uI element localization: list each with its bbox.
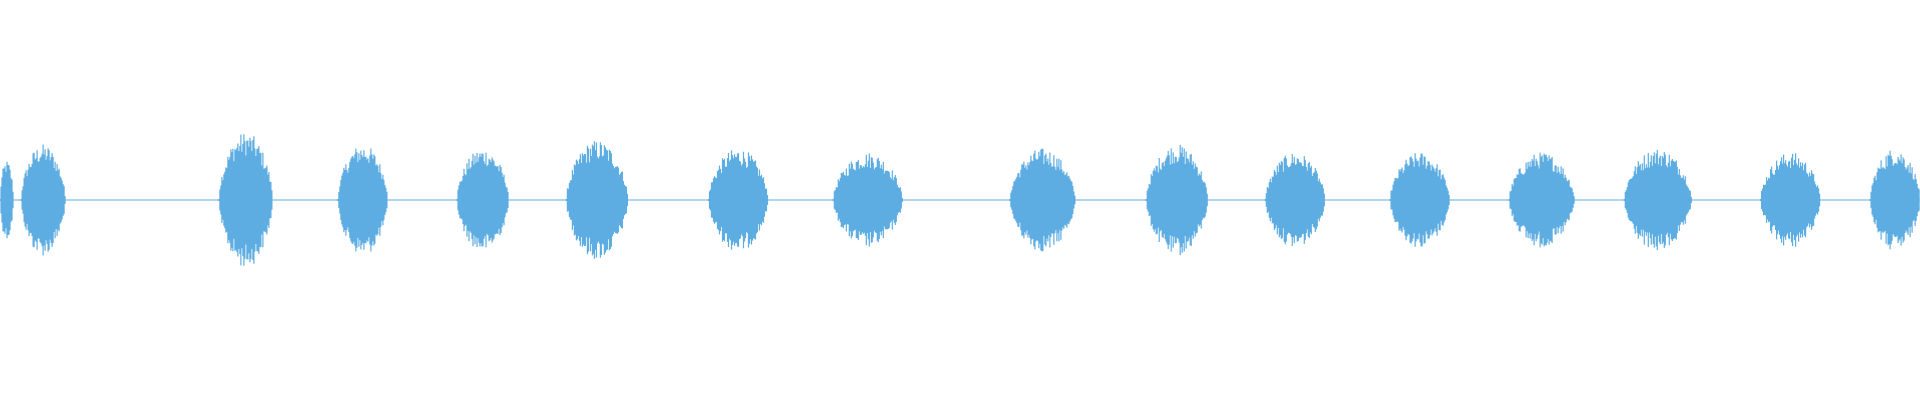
waveform-burst (1623, 149, 1692, 251)
waveform-burst (1145, 144, 1208, 256)
waveform-burst (565, 141, 628, 259)
waveform-burst (218, 134, 273, 266)
waveform-burst (20, 144, 66, 256)
waveform-burst (1869, 150, 1920, 250)
waveform-burst (456, 152, 509, 248)
waveform-burst (337, 148, 388, 252)
waveform-bursts (0, 134, 1920, 266)
waveform-burst (832, 153, 903, 247)
waveform-burst (1264, 154, 1325, 246)
waveform-burst (1760, 153, 1821, 247)
waveform-burst (1508, 152, 1575, 248)
waveform-burst (1009, 148, 1076, 252)
waveform-burst (0, 161, 14, 239)
waveform-burst (707, 150, 769, 250)
waveform-burst (1389, 153, 1450, 247)
